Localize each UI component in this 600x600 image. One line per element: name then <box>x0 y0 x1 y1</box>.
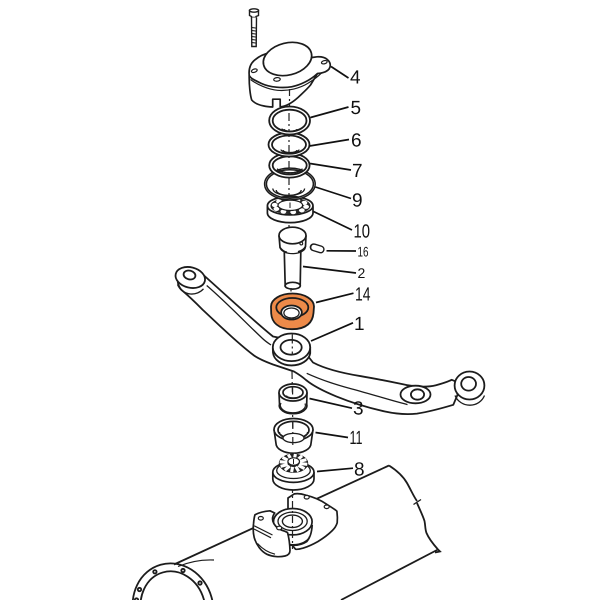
svg-text:16: 16 <box>358 243 369 259</box>
svg-text:2: 2 <box>358 265 366 281</box>
svg-text:3: 3 <box>353 399 364 420</box>
svg-text:6: 6 <box>351 131 362 152</box>
svg-text:14: 14 <box>355 285 371 306</box>
svg-text:7: 7 <box>352 161 363 182</box>
svg-text:10: 10 <box>354 222 371 243</box>
svg-text:8: 8 <box>354 460 365 481</box>
svg-text:4: 4 <box>350 68 361 89</box>
svg-text:1: 1 <box>354 314 365 335</box>
svg-text:9: 9 <box>352 190 363 211</box>
svg-text:11: 11 <box>350 428 363 449</box>
svg-text:5: 5 <box>351 98 362 119</box>
